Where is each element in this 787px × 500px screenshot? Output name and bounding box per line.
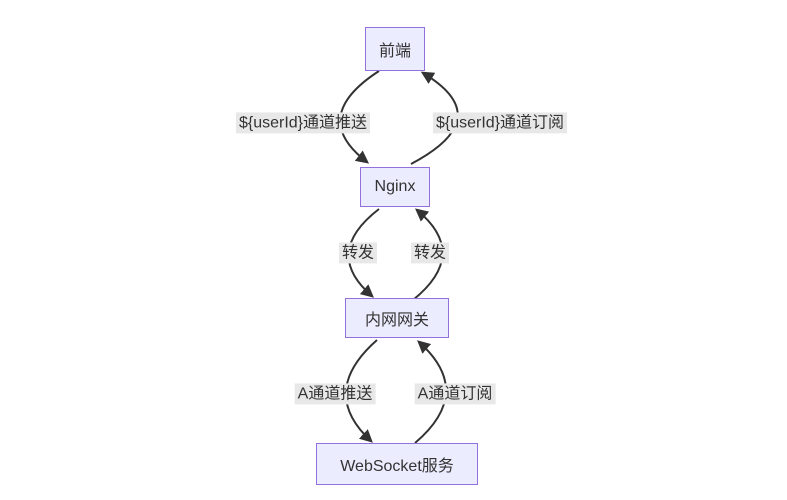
node-nginx: Nginx: [360, 167, 430, 207]
node-websocket-service: WebSocket服务: [316, 443, 478, 485]
edge-label-a-channel-push: A通道推送: [294, 383, 376, 405]
edge-label-forward-down: 转发: [338, 242, 378, 264]
edge-label-forward-up: 转发: [410, 242, 450, 264]
node-gateway: 内网网关: [345, 298, 449, 338]
edge-label-userid-channel-subscribe: ${userId}通道订阅: [432, 112, 568, 134]
edge-label-userid-channel-push: ${userId}通道推送: [235, 112, 371, 134]
node-frontend: 前端: [365, 27, 425, 71]
edge-label-a-channel-subscribe: A通道订阅: [414, 383, 496, 405]
